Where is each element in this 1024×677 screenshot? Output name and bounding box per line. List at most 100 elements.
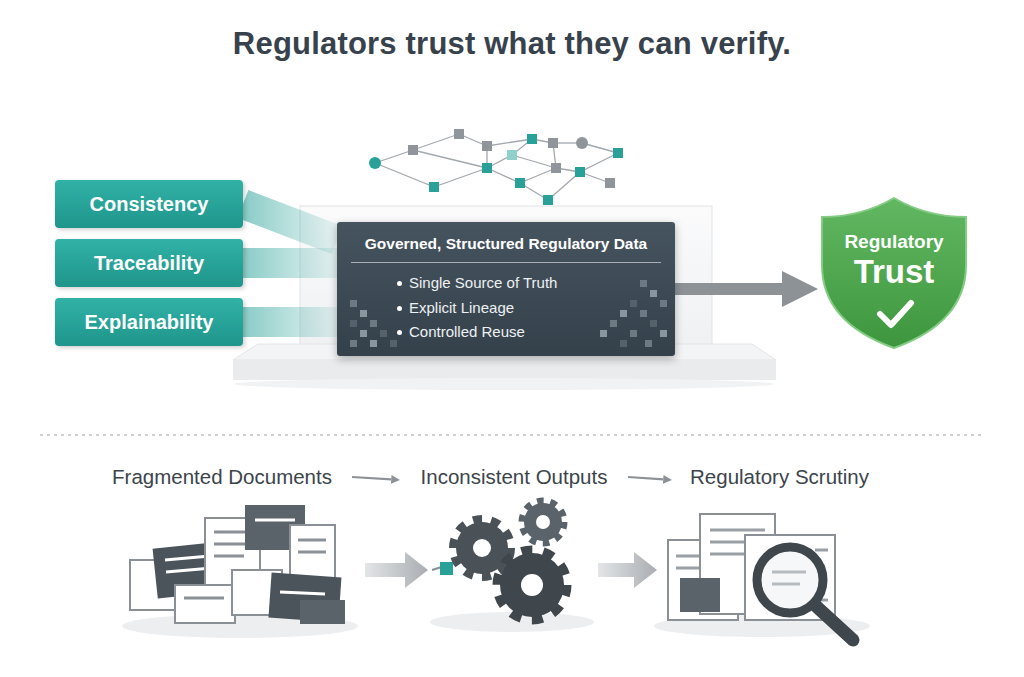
scrutiny-icon [757, 547, 823, 613]
network-graph [532, 139, 553, 143]
network-graph [520, 183, 548, 200]
network-dots [613, 148, 623, 158]
scrutiny-icon [818, 599, 828, 602]
principle-label: Traceability [94, 252, 204, 275]
flow-arrow [598, 552, 657, 588]
scrutiny-icon [772, 583, 800, 586]
network-graph [413, 134, 459, 150]
flow-band [243, 204, 337, 240]
network-dots [369, 129, 623, 205]
scrutiny-icon [817, 607, 853, 640]
gears-icon [524, 503, 562, 541]
caption-label: Inconsistent Outputs [421, 465, 608, 489]
scrutiny-icon [710, 541, 765, 544]
gears-icon [432, 558, 470, 570]
gears-icon [497, 550, 567, 620]
flow-arrow [365, 552, 657, 588]
platform [233, 360, 776, 380]
principle-label: Explainability [85, 311, 214, 334]
stage-caption: Regulatory Scrutiny [672, 462, 887, 492]
flow-band [243, 248, 337, 278]
documents-icon [300, 600, 345, 624]
documents-icon [130, 560, 175, 610]
network-dots [527, 134, 537, 144]
documents-icon [298, 539, 326, 542]
network-dots [507, 150, 517, 160]
network-graph [487, 139, 532, 146]
network-dots [551, 163, 561, 173]
network-graph [512, 139, 532, 155]
network-graph [375, 163, 434, 187]
shield-label: Trust [818, 253, 970, 291]
bullet-item: Single Source of Truth [409, 271, 675, 296]
gears-icon [522, 501, 564, 543]
network-graph [413, 150, 487, 168]
platform [300, 206, 712, 356]
documents-icon [214, 543, 250, 546]
network-graph [553, 142, 582, 143]
documents-icon [165, 556, 210, 560]
gears-icon [456, 522, 508, 574]
scrutiny-icon [654, 514, 870, 640]
scrutiny-icon [668, 540, 738, 620]
documents-icon [214, 531, 250, 534]
principle-box: Explainability [55, 298, 243, 346]
gears-icon [521, 574, 543, 596]
panel-heading: Governed, Structured Regulatory Data [351, 222, 661, 263]
trust-shield: RegulatoryTrust [818, 195, 970, 350]
documents-icon [214, 555, 244, 558]
documents-icon [255, 519, 295, 522]
network-graph [582, 143, 618, 153]
stage-caption: Fragmented Documents [92, 462, 352, 492]
documents-icon [122, 505, 358, 638]
documents-icon [290, 525, 335, 585]
gears-icon [430, 501, 594, 632]
shield-label: Regulatory [818, 195, 970, 253]
network-dots [408, 145, 418, 155]
documents-icon [153, 541, 228, 598]
scrutiny-icon [654, 615, 870, 637]
divider-line [40, 434, 985, 436]
network-dots [575, 167, 585, 177]
scrutiny-icon [745, 535, 835, 620]
documents-icon [175, 585, 235, 623]
gears-icon [453, 519, 511, 577]
network-dots [482, 141, 492, 151]
network-dots [515, 178, 525, 188]
principle-box: Traceability [55, 239, 243, 287]
bullet-item: Controlled Reuse [409, 320, 675, 345]
documents-icon [268, 573, 341, 623]
principle-box: Consistency [55, 180, 243, 228]
scrutiny-icon [676, 567, 728, 570]
documents-icon [280, 592, 325, 594]
stage-caption: Inconsistent Outputs [400, 462, 628, 492]
network-graph [487, 168, 520, 183]
platform [234, 378, 774, 390]
network-dots [454, 129, 464, 139]
documents-icon [298, 551, 326, 554]
documents-icon [122, 614, 358, 638]
network-graph [486, 146, 487, 168]
flow-arrow [365, 552, 428, 588]
network-graph [553, 143, 556, 168]
network-graph [580, 153, 618, 172]
scrutiny-icon [710, 553, 755, 556]
gears-icon [430, 612, 594, 632]
gears-icon [500, 553, 564, 617]
network-graph [580, 172, 610, 183]
network-dots [605, 178, 615, 188]
platform [233, 206, 776, 390]
flow-arrow [675, 283, 782, 295]
gears-icon [440, 562, 453, 575]
scrutiny-icon [710, 529, 765, 532]
network-graph [459, 134, 487, 146]
caption-label: Fragmented Documents [112, 465, 332, 489]
network-dots [482, 163, 492, 173]
documents-icon [184, 597, 224, 600]
scrutiny-icon [772, 571, 806, 574]
flow-arrow [352, 477, 391, 479]
documents-icon [166, 568, 212, 572]
bullet-item: Explicit Lineage [409, 296, 675, 321]
documents-icon [232, 570, 282, 615]
network-dots [548, 138, 558, 148]
